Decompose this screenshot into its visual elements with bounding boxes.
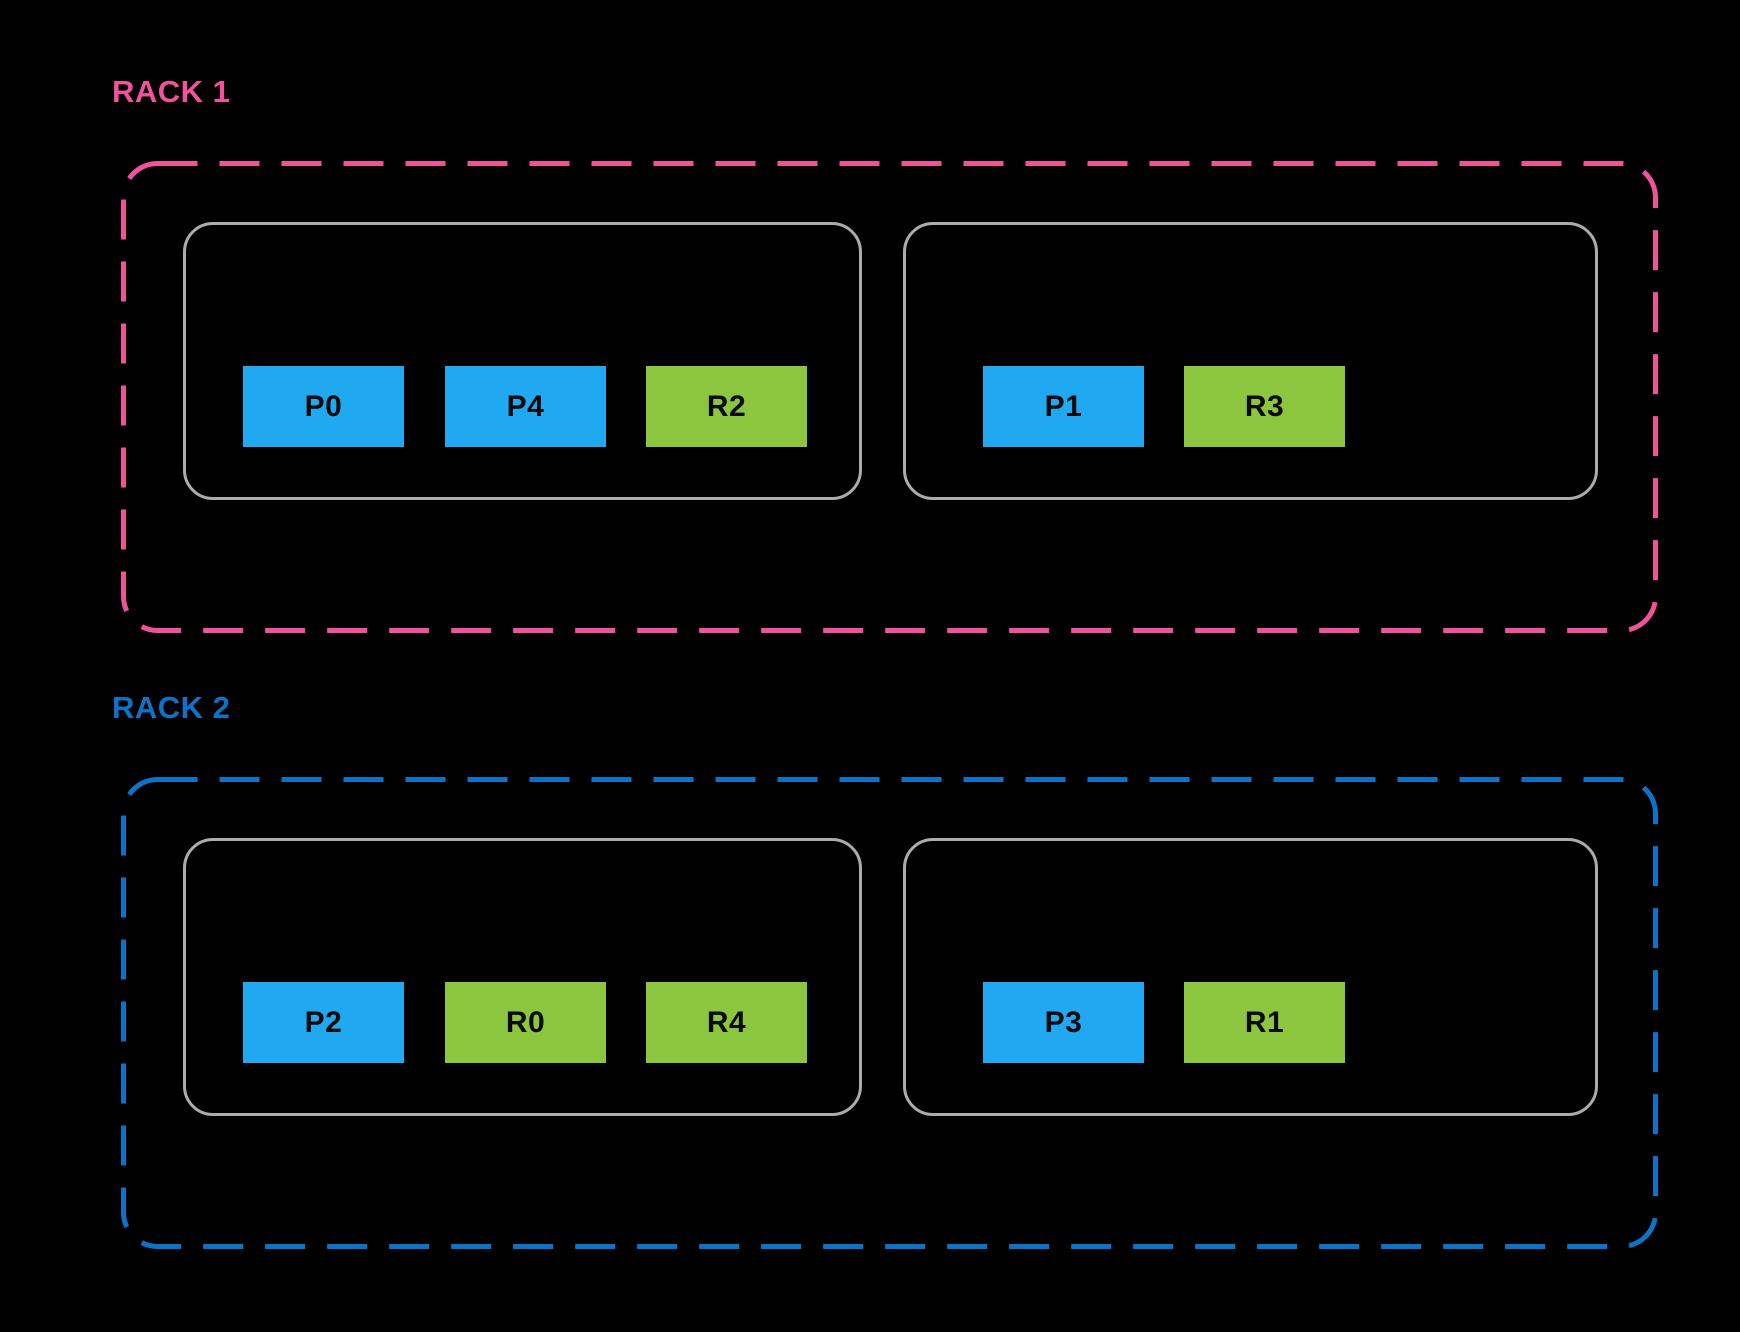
rack-1-dashed-outline bbox=[121, 161, 1658, 633]
rack-1-label: RACK 1 bbox=[112, 74, 231, 109]
shard-p2: P2 bbox=[243, 982, 404, 1063]
shard-p0: P0 bbox=[243, 366, 404, 447]
rack-1: P0 P4 R2 P1 R3 bbox=[121, 161, 1658, 633]
shard-r4: R4 bbox=[646, 982, 807, 1063]
rack-2-node-2: P3 R1 bbox=[903, 838, 1598, 1116]
shard-r0: R0 bbox=[445, 982, 606, 1063]
rack-2-dashed-outline bbox=[121, 777, 1658, 1249]
shard-r3: R3 bbox=[1184, 366, 1345, 447]
shard-r1: R1 bbox=[1184, 982, 1345, 1063]
shard-p3: P3 bbox=[983, 982, 1144, 1063]
shard-r2: R2 bbox=[646, 366, 807, 447]
shard-p1: P1 bbox=[983, 366, 1144, 447]
shard-p4: P4 bbox=[445, 366, 606, 447]
rack-2-label: RACK 2 bbox=[112, 690, 231, 725]
rack-1-node-1: P0 P4 R2 bbox=[183, 222, 862, 500]
rack-2-node-1: P2 R0 R4 bbox=[183, 838, 862, 1116]
rack-2: P2 R0 R4 P3 R1 bbox=[121, 777, 1658, 1249]
rack-1-node-2: P1 R3 bbox=[903, 222, 1598, 500]
